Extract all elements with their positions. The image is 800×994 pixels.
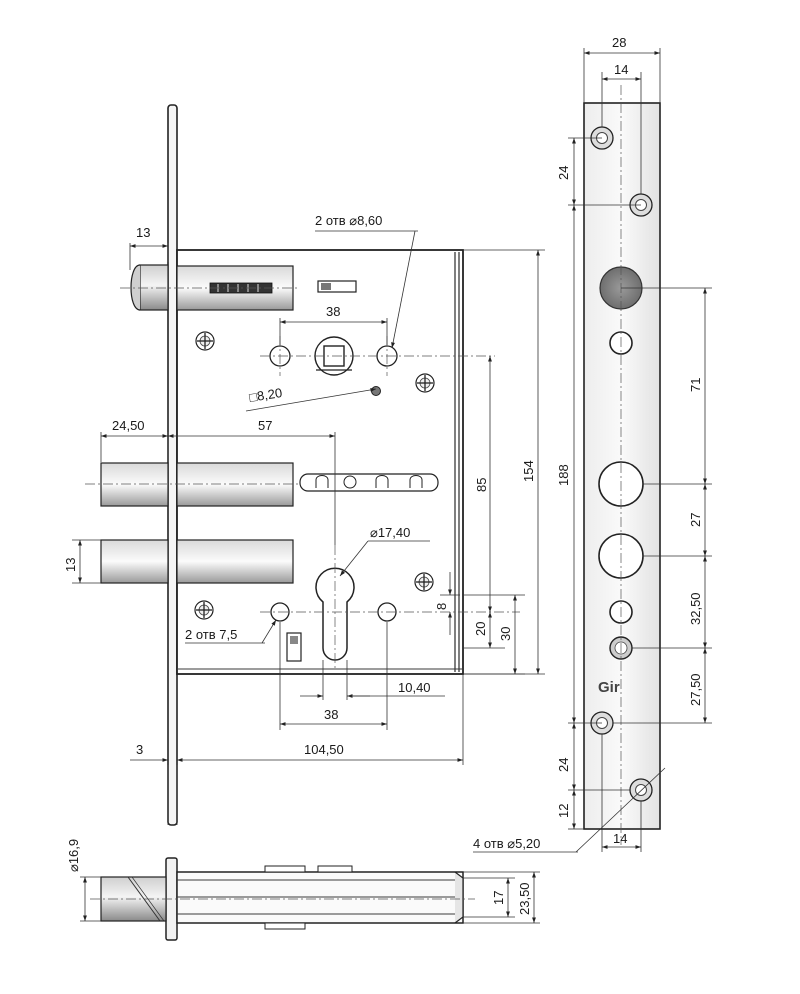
dim-1040: 10,40: [398, 680, 431, 695]
dim-holes-520: 4 отв ⌀5,20: [473, 836, 540, 851]
faceplate: [167, 104, 178, 826]
dim-13-left: 13: [63, 558, 78, 572]
cam-element: [286, 632, 302, 662]
dim-57: 57: [258, 418, 272, 433]
dim-holes-75: 2 отв 7,5: [185, 627, 237, 642]
screw-head-lower-left: [194, 600, 214, 620]
dim-12: 12: [556, 804, 571, 818]
dim-10450: 104,50: [304, 742, 344, 757]
dim-13-top: 13: [136, 225, 150, 240]
screw-head-lower-right: [414, 572, 434, 592]
dim-188: 188: [556, 464, 571, 486]
dim-17: 17: [491, 891, 506, 905]
dim-38-bottom: 38: [324, 707, 338, 722]
dim-71: 71: [688, 378, 703, 392]
dim-diam-1740: ⌀17,40: [370, 525, 410, 540]
dim-2350: 23,50: [517, 882, 532, 915]
brand-logo: Gir: [598, 679, 620, 696]
dim-27: 27: [688, 513, 703, 527]
dim-square-820: □8,20: [248, 385, 283, 405]
bottom-view: ⌀16,9 17 23,50: [66, 839, 540, 941]
faceplate-view: Gir: [583, 85, 661, 845]
faceplate-dimensions: 28 14 24 188 71 27 32,50 27,50 24: [473, 35, 712, 853]
dim-20: 20: [473, 622, 488, 636]
brand-logo-text: Gir: [598, 679, 620, 696]
dim-8: 8: [434, 603, 449, 610]
dim-154: 154: [521, 460, 536, 482]
dim-holes-860: 2 отв ⌀8,60: [315, 213, 382, 228]
dim-3: 3: [136, 742, 143, 757]
dim-14-bottom: 14: [613, 831, 627, 846]
dim-3250: 32,50: [688, 592, 703, 625]
bottom-lock-body: [176, 865, 464, 930]
dim-38-top: 38: [326, 304, 340, 319]
dim-30: 30: [498, 627, 513, 641]
dim-85: 85: [474, 478, 489, 492]
dim-2750: 27,50: [688, 673, 703, 706]
screw-head-upper-right: [415, 373, 435, 393]
front-dimensions: 13 2 отв ⌀8,60 38 □8,20 24,50 57 85 154 …: [63, 213, 545, 825]
small-pin: [371, 386, 381, 396]
dim-diam-169: ⌀16,9: [66, 839, 81, 872]
dim-24-bottom: 24: [556, 758, 571, 772]
dim-14-top: 14: [614, 62, 628, 77]
lock-body: [176, 249, 464, 675]
dim-28: 28: [612, 35, 626, 50]
bolt-linkage-slot: [299, 473, 439, 492]
deadbolt-upper: [100, 462, 294, 507]
screw-head-upper-left: [195, 331, 215, 351]
dim-2450: 24,50: [112, 418, 145, 433]
front-view: [85, 104, 520, 826]
dim-24-top: 24: [556, 166, 571, 180]
cylinder-profile-hole: [315, 545, 355, 670]
deadbolt-lower: [100, 539, 294, 584]
